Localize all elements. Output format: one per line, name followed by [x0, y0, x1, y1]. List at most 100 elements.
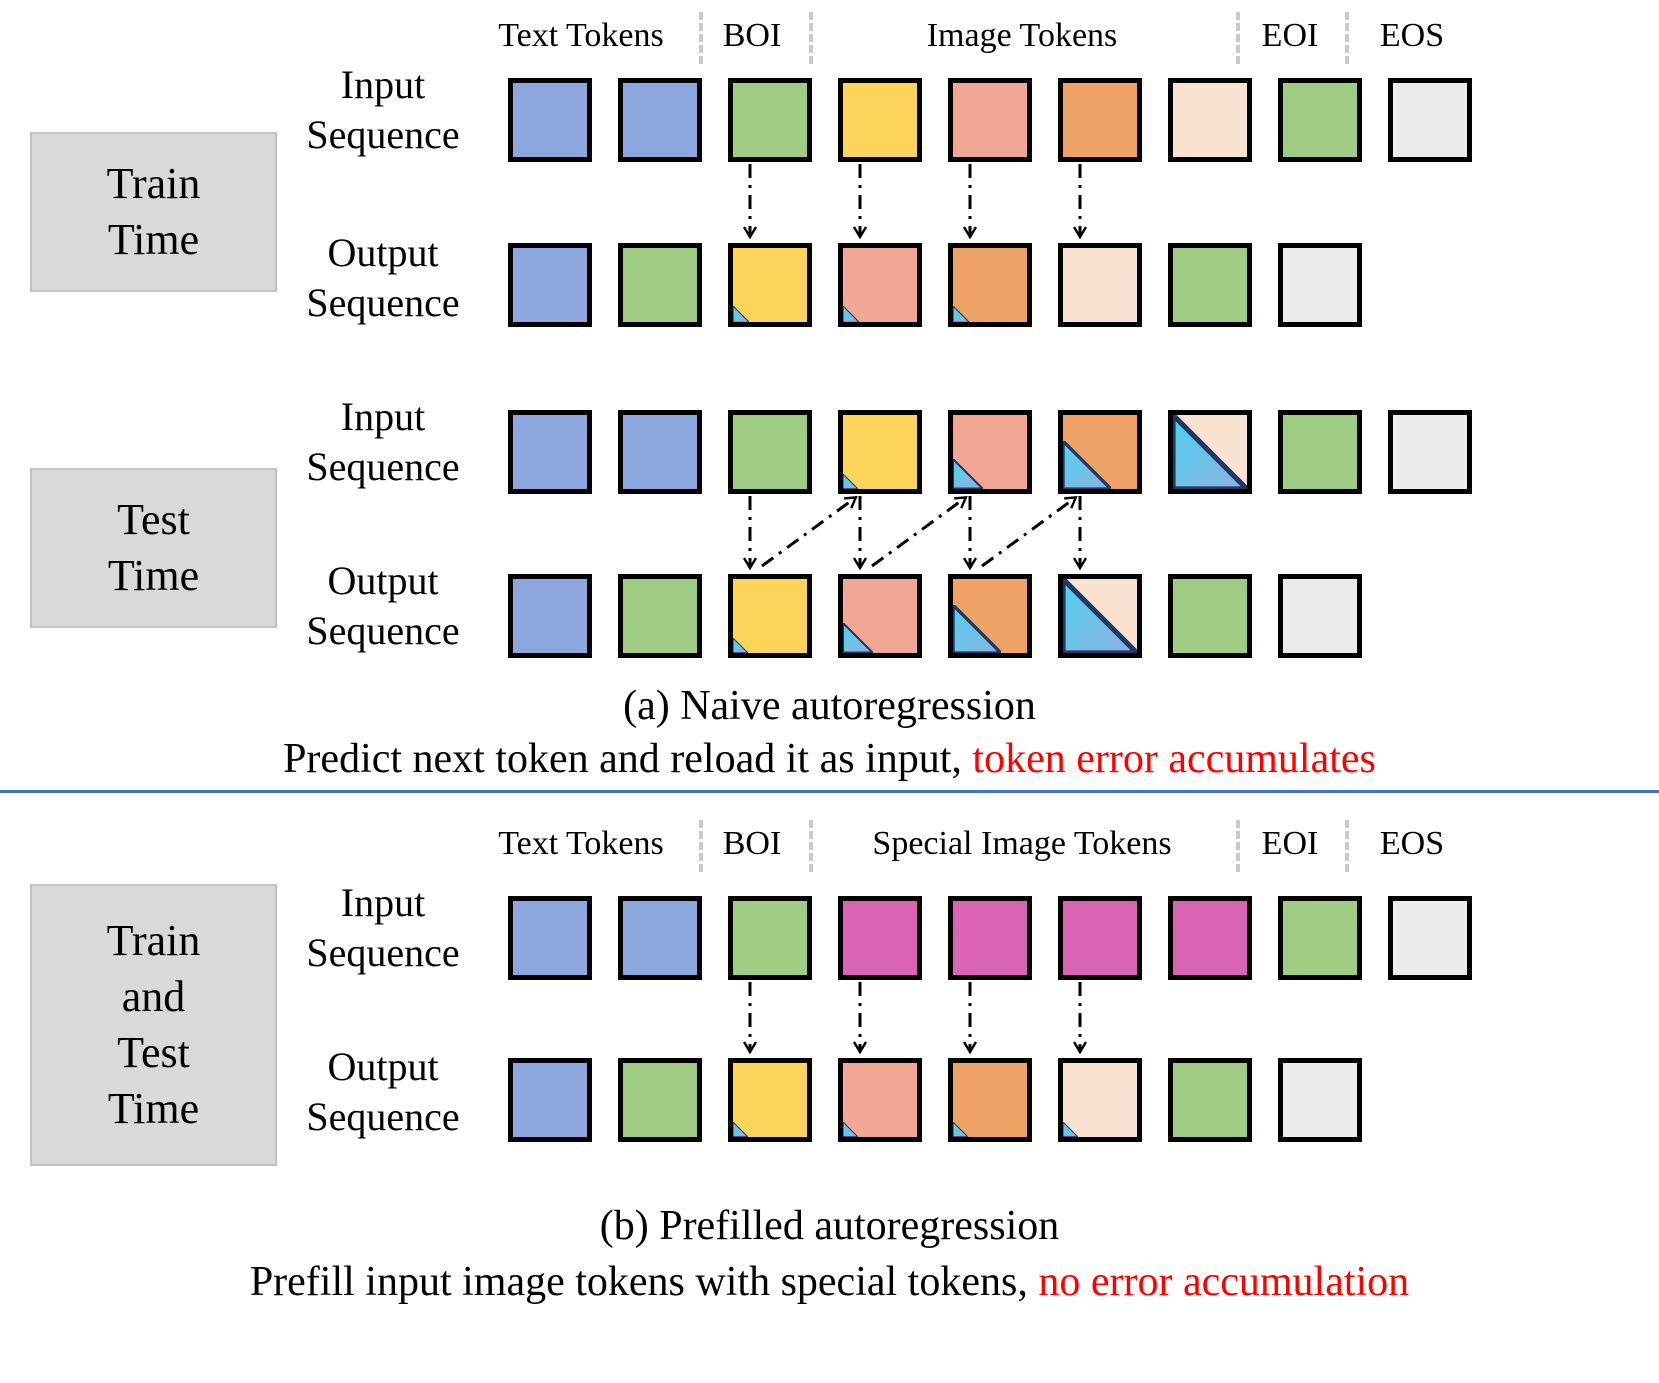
- token-fill: [1173, 1063, 1247, 1137]
- token-fill: [733, 901, 807, 975]
- token-error-triangle: [733, 305, 750, 322]
- row-label-line: Sequence: [306, 1094, 460, 1139]
- token-square: [508, 1058, 592, 1142]
- row-label-line: Input: [340, 62, 426, 107]
- token-fill: [1283, 83, 1357, 157]
- token-error-triangle: [843, 305, 860, 322]
- token-fill: [843, 248, 917, 322]
- row-label-line: Input: [340, 394, 426, 439]
- column-header-eoi-b: EOI: [1261, 825, 1319, 862]
- token-fill: [623, 83, 697, 157]
- token-fill: [623, 1063, 697, 1137]
- token-fill: [623, 901, 697, 975]
- separator-image-eoi-b: [1236, 820, 1240, 872]
- token-fill: [953, 901, 1027, 975]
- column-header-boi-a: BOI: [722, 17, 782, 54]
- token-fill: [1173, 579, 1247, 653]
- token-error-triangle: [953, 459, 983, 489]
- subcaption-black-b: Prefill input image tokens with special …: [249, 1259, 1039, 1305]
- separator-eoi-eos-a: [1345, 12, 1349, 64]
- token-square: [728, 896, 812, 980]
- token-fill: [1283, 415, 1357, 489]
- token-square: [618, 243, 702, 327]
- token-square: [838, 410, 922, 494]
- caption-panel-b: (b) Prefilled autoregression: [599, 1203, 1060, 1249]
- token-fill: [1393, 415, 1467, 489]
- token-square: [508, 243, 592, 327]
- token-error-triangle: [843, 474, 858, 489]
- row-label-line: Sequence: [306, 930, 460, 975]
- token-error-triangle: [953, 1122, 968, 1137]
- token-error-triangle: [1063, 440, 1112, 489]
- row-label-output-sequence-b: Output Sequence: [283, 1042, 483, 1142]
- subcaption-panel-b: Prefill input image tokens with special …: [0, 1256, 1659, 1308]
- token-fill: [1283, 579, 1357, 653]
- token-square: [838, 78, 922, 162]
- subcaption-panel-a: Predict next token and reload it as inpu…: [0, 733, 1659, 785]
- token-square: [838, 896, 922, 980]
- token-square: [838, 243, 922, 327]
- stage-line: Time: [107, 551, 200, 600]
- column-header-boi-b: BOI: [722, 825, 782, 862]
- token-square: [1168, 410, 1252, 494]
- separator-boi-image-a: [809, 12, 813, 64]
- column-header-image-tokens-a: Image Tokens: [926, 17, 1118, 54]
- stage-box-test-time: Test Time: [30, 468, 277, 628]
- token-square: [508, 410, 592, 494]
- token-fill: [1173, 901, 1247, 975]
- token-square: [728, 243, 812, 327]
- token-fill: [1283, 248, 1357, 322]
- token-fill: [1283, 901, 1357, 975]
- token-fill: [1063, 1063, 1137, 1137]
- stage-line: Train: [106, 916, 201, 965]
- stage-line: and: [121, 972, 186, 1021]
- token-fill: [623, 248, 697, 322]
- token-fill: [733, 415, 807, 489]
- token-error-triangle: [733, 638, 748, 653]
- column-header-special-image-tokens-b: Special Image Tokens: [872, 825, 1172, 862]
- token-square: [948, 574, 1032, 658]
- stage-line: Test: [117, 1028, 190, 1077]
- token-fill: [1173, 248, 1247, 322]
- stage-box-train-time: Train Time: [30, 132, 277, 292]
- stage-line: Train: [106, 159, 201, 208]
- token-fill: [623, 579, 697, 653]
- token-fill: [733, 579, 807, 653]
- row-label-input-sequence-train: Input Sequence: [283, 60, 483, 160]
- token-square: [948, 243, 1032, 327]
- token-square: [728, 78, 812, 162]
- token-error-triangle: [843, 1122, 858, 1137]
- token-square: [618, 1058, 702, 1142]
- stage-line: Time: [107, 215, 200, 264]
- token-fill: [1283, 1063, 1357, 1137]
- token-fill: [843, 83, 917, 157]
- token-fill: [733, 1063, 807, 1137]
- token-square: [1278, 896, 1362, 980]
- token-fill: [513, 1063, 587, 1137]
- row-label-line: Input: [340, 880, 426, 925]
- token-square: [1058, 574, 1142, 658]
- token-fill: [623, 415, 697, 489]
- row-label-line: Sequence: [306, 608, 460, 653]
- token-square: [508, 896, 592, 980]
- token-fill: [1173, 83, 1247, 157]
- token-fill: [953, 1063, 1027, 1137]
- separator-image-eoi-a: [1236, 12, 1240, 64]
- stage-box-train-and-test-time: Train and Test Time: [30, 884, 277, 1166]
- token-fill: [953, 83, 1027, 157]
- token-error-triangle: [953, 305, 970, 322]
- token-fill: [513, 901, 587, 975]
- token-fill: [733, 83, 807, 157]
- separator-boi-image-b: [809, 820, 813, 872]
- token-square: [1278, 243, 1362, 327]
- token-square: [1058, 896, 1142, 980]
- subcaption-red-b: no error accumulation: [1038, 1259, 1410, 1305]
- token-square: [948, 410, 1032, 494]
- token-error-triangle: [1063, 1122, 1078, 1137]
- token-square: [1278, 574, 1362, 658]
- token-error-triangle: [843, 623, 873, 653]
- column-header-eos-b: EOS: [1379, 825, 1445, 862]
- column-header-text-tokens-a: Text Tokens: [498, 17, 664, 54]
- token-square: [1168, 896, 1252, 980]
